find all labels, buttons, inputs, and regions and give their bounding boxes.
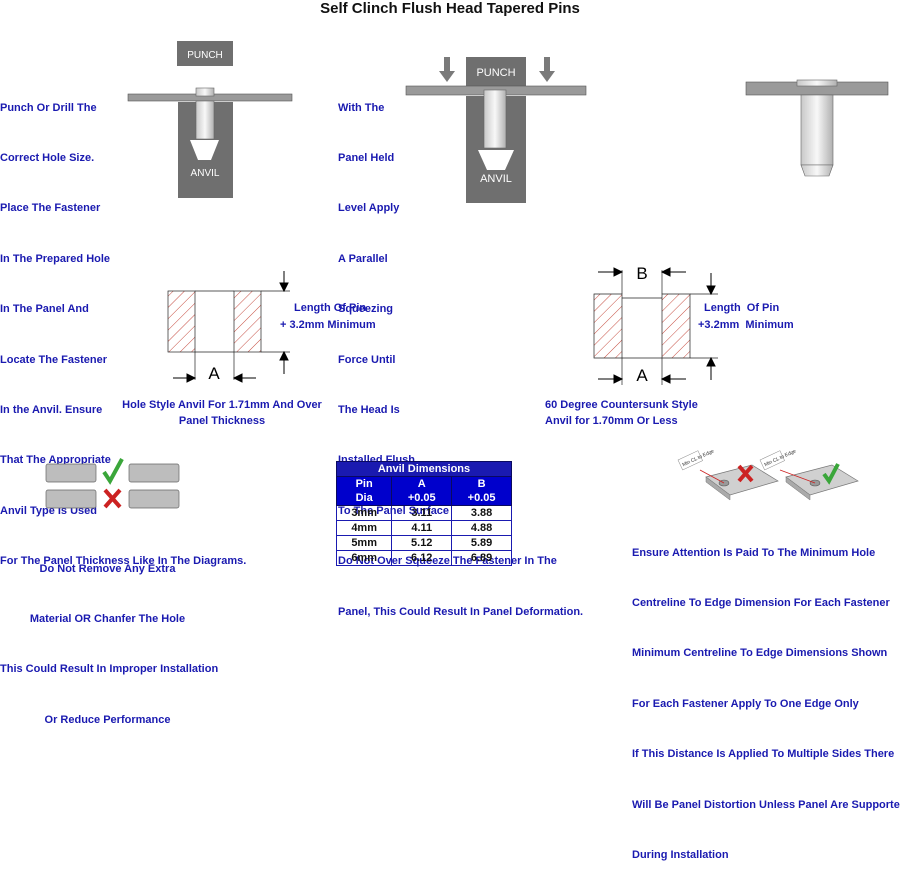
pin-length-label: +3.2mm Minimum (698, 319, 794, 331)
hole-warning-diagram (45, 458, 180, 509)
edge-tag: Min CL to Edge (759, 448, 797, 471)
step2-line: A Parallel (338, 252, 388, 265)
punch-label: PUNCH (187, 50, 223, 61)
step1-line: Locate The Fastener (0, 353, 107, 366)
hole-anvil-caption: Hole Style Anvil For 1.71mm And Over Pan… (90, 397, 354, 429)
down-arrow-icon (539, 57, 555, 82)
installed-pin-diagram (745, 79, 889, 177)
warning-line: Or Reduce Performance (44, 713, 171, 726)
edge-distance-diagram: Min CL to Edge Min CL to Edge (677, 448, 859, 501)
edge-tag: Min CL to Edge (677, 448, 715, 471)
step1-line: In The Prepared Hole (0, 252, 111, 265)
table-cell: 3.88 (451, 505, 512, 521)
table-cell: 5.12 (391, 535, 453, 551)
anvil-label: ANVIL (480, 173, 512, 185)
anvil-label: ANVIL (191, 168, 220, 179)
caption-line: Hole Style Anvil For 1.71mm And Over (122, 399, 322, 411)
table-cell: 4.88 (451, 520, 512, 536)
edge-line: For Each Fastener Apply To One Edge Only (632, 697, 859, 710)
arrow-icon (173, 271, 289, 383)
edge-line: Will Be Panel Distortion Unless Panel Ar… (632, 798, 900, 811)
table-cell: 4.11 (391, 520, 453, 536)
step2-line: Force Until (338, 353, 396, 366)
install-diagram-2: PUNCH ANVIL (405, 57, 587, 203)
step2-line: Panel Held (338, 151, 395, 164)
caption-line: Anvil for 1.70mm Or Less (545, 415, 678, 427)
countersunk-anvil-diagram: B A Length Of Pin +3.2mm Minimum (593, 264, 794, 385)
table-header: B+0.05 (451, 476, 512, 506)
edge-line: During Installation (632, 848, 729, 861)
warning-line: Do Not Remove Any Extra (39, 562, 176, 575)
edge-line: Minimum Centreline To Edge Dimensions Sh… (632, 647, 888, 660)
cross-icon (737, 464, 754, 483)
step2-line: With The (338, 101, 385, 114)
step1-line: Place The Fastener (0, 202, 101, 215)
warning-text: Do Not Remove Any Extra Material OR Chan… (0, 527, 219, 745)
pin-length-label: + 3.2mm Minimum (280, 319, 376, 331)
warning-line: This Could Result In Improper Installati… (0, 663, 219, 676)
caption-line: 60 Degree Countersunk Style (545, 399, 698, 411)
step2-line: Panel, This Could Result In Panel Deform… (338, 605, 584, 618)
edge-distance-text: Ensure Attention Is Paid To The Minimum … (632, 511, 900, 881)
step1-line: In The Panel And (0, 303, 89, 316)
table-cell: 6mm (335, 550, 393, 566)
countersunk-anvil-caption: 60 Degree Countersunk Style Anvil for 1.… (545, 397, 765, 429)
dimension-a-label: A (208, 364, 220, 383)
step2-line: The Head Is (338, 403, 400, 416)
step1-line: That The Appropriate (0, 454, 111, 467)
step1-text: Punch Or Drill The Correct Hole Size. Pl… (0, 66, 246, 587)
edge-line: If This Distance Is Applied To Multiple … (632, 748, 895, 761)
arrow-icon (598, 267, 716, 384)
step2-line: Squeezing (338, 303, 394, 316)
table-cell: 5.89 (451, 535, 512, 551)
cross-icon (103, 488, 122, 509)
install-diagram-1: PUNCH ANVIL (127, 41, 293, 198)
check-icon (102, 458, 124, 485)
pin-length-label: Length Of Pin (704, 302, 779, 314)
pin-length-label: Length Of Pin (294, 302, 366, 314)
page-title: Self Clinch Flush Head Tapered Pins (320, 0, 580, 17)
caption-line: Panel Thickness (178, 415, 266, 427)
down-arrow-icon (439, 57, 455, 82)
table-cell: 3mm (335, 505, 393, 521)
punch-label: PUNCH (476, 67, 515, 79)
table-cell: 4mm (335, 520, 393, 536)
edge-line: Ensure Attention Is Paid To The Minimum … (632, 546, 876, 559)
step1-line: Punch Or Drill The (0, 101, 97, 114)
step1-line: In the Anvil. Ensure (0, 403, 103, 416)
step1-line: For The Panel Thickness Like In The Diag… (0, 555, 247, 568)
hole-style-anvil-diagram: A Length Of Pin + 3.2mm Minimum (167, 271, 376, 383)
warning-line: Material OR Chanfer The Hole (29, 612, 186, 625)
table-cell: 6.89 (451, 550, 512, 566)
table-cell: 5mm (335, 535, 393, 551)
check-icon (822, 463, 840, 485)
dimension-b-label: B (636, 264, 647, 283)
table-header: A+0.05 (391, 476, 453, 506)
diagrams: PUNCH ANVIL PUNCH ANVIL (45, 41, 889, 509)
step1-line: Correct Hole Size. (0, 151, 95, 164)
table-cell: 3.11 (391, 505, 453, 521)
table-cell: 6.12 (391, 550, 453, 566)
dimension-a-label: A (636, 366, 648, 385)
table-title: Anvil Dimensions (336, 461, 512, 477)
step2-line: Level Apply (338, 202, 400, 215)
edge-line: Centreline To Edge Dimension For Each Fa… (632, 596, 890, 609)
